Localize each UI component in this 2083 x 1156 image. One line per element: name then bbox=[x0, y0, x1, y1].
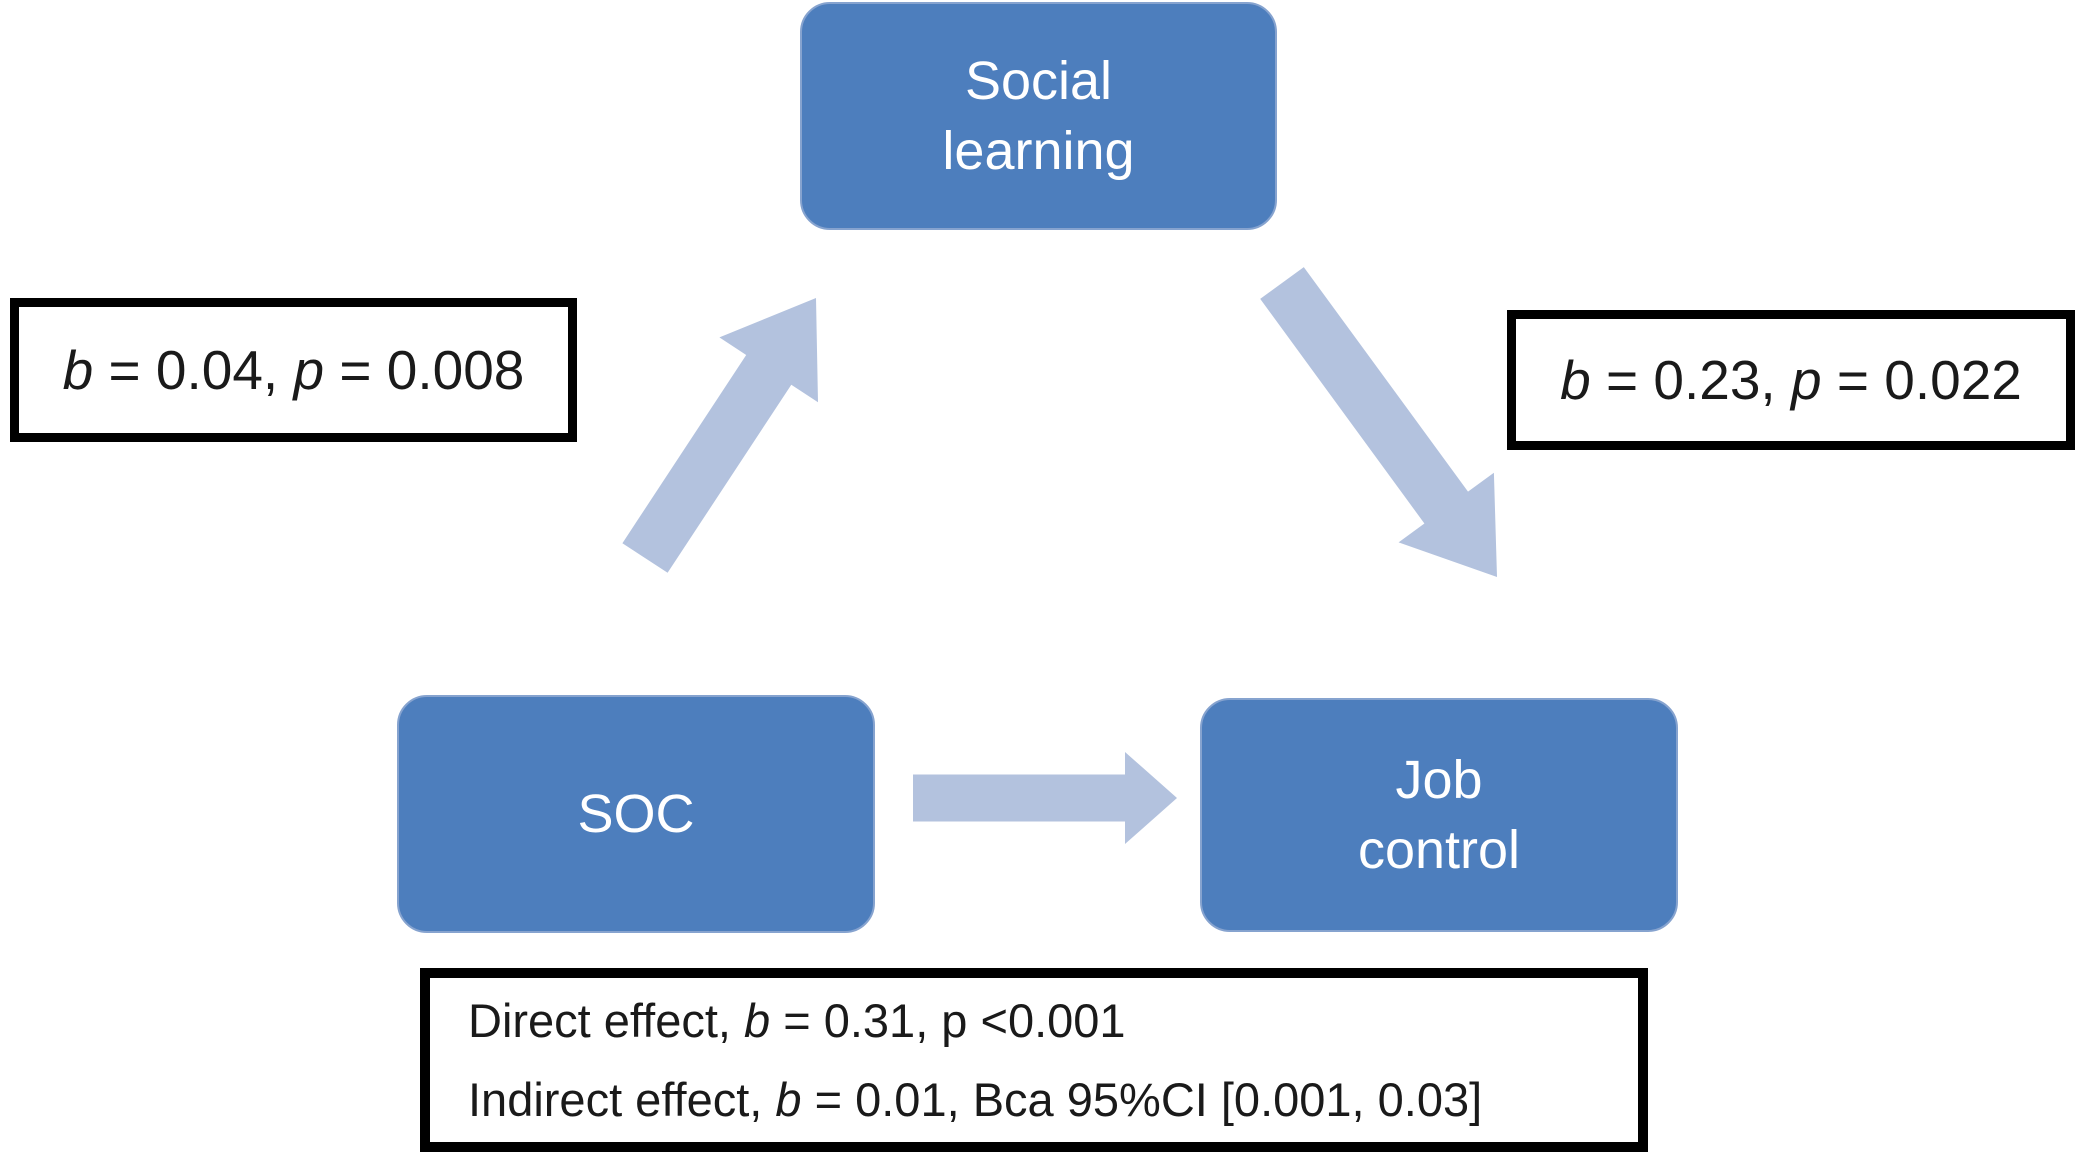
node-soc: SOC bbox=[397, 695, 875, 933]
stat-text: = 0.31, p <0.001 bbox=[770, 994, 1126, 1047]
direct-effect-line: Direct effect, b = 0.31, p <0.001 bbox=[468, 993, 1618, 1048]
stat-text: = 0.01, Bca 95%CI [0.001, 0.03] bbox=[801, 1073, 1483, 1126]
node-soc-label: SOC bbox=[577, 783, 695, 844]
arrow-social-learning-to-job-control bbox=[1260, 267, 1497, 577]
stat-text: = 0.04, bbox=[93, 339, 294, 401]
path-b-coefficient-text: b = 0.23, p = 0.022 bbox=[1560, 348, 2022, 412]
stat-symbol: b bbox=[744, 994, 771, 1047]
arrow-soc-to-social-learning bbox=[622, 298, 818, 573]
stat-symbol: b bbox=[775, 1073, 802, 1126]
stat-text: Direct effect, bbox=[468, 994, 745, 1047]
stat-text: = 0.008 bbox=[324, 339, 525, 401]
stat-text: = 0.23, bbox=[1590, 349, 1791, 411]
path-a-coefficient-box: b = 0.04, p = 0.008 bbox=[10, 298, 577, 442]
stat-text: = 0.022 bbox=[1821, 349, 2022, 411]
stat-symbol: p bbox=[293, 339, 325, 401]
indirect-effect-line: Indirect effect, b = 0.01, Bca 95%CI [0.… bbox=[468, 1072, 1618, 1127]
arrow-soc-to-job-control bbox=[913, 752, 1177, 844]
stat-symbol: p bbox=[1790, 349, 1822, 411]
stat-symbol: b bbox=[62, 339, 94, 401]
path-a-coefficient-text: b = 0.04, p = 0.008 bbox=[63, 338, 525, 402]
stat-symbol: b bbox=[1560, 349, 1591, 411]
stat-text: Indirect effect, bbox=[468, 1073, 776, 1126]
path-b-coefficient-box: b = 0.23, p = 0.022 bbox=[1507, 310, 2075, 450]
effects-summary-box: Direct effect, b = 0.31, p <0.001 Indire… bbox=[420, 968, 1648, 1152]
